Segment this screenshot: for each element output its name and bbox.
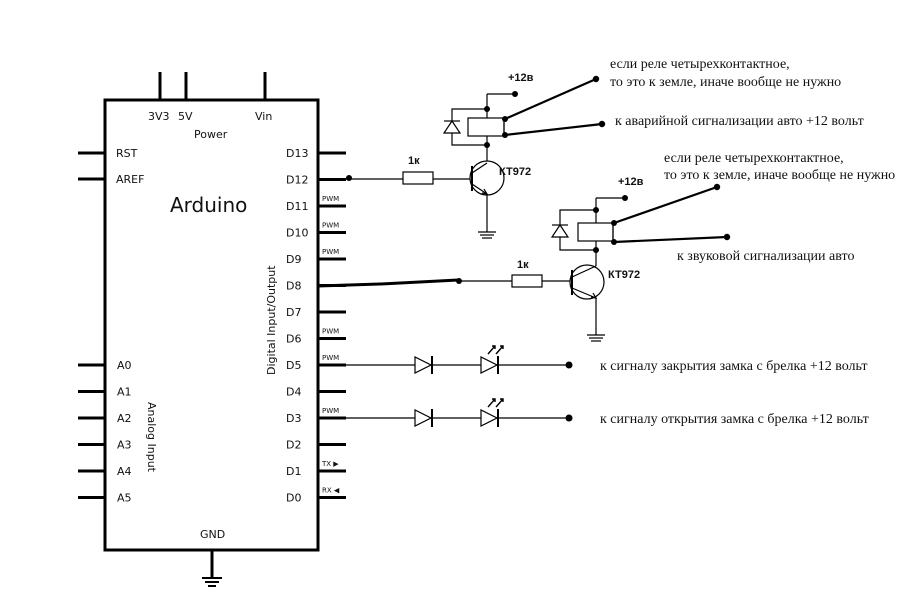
pin-label-aref: AREF xyxy=(116,173,144,186)
pin-label-d7: D7 xyxy=(286,306,301,319)
relay-coil-2 xyxy=(577,222,614,242)
pin-label-d2: D2 xyxy=(286,439,301,452)
supply-2-label: +12в xyxy=(618,176,644,188)
pin-label-vin: Vin xyxy=(255,110,272,123)
led-line-note: к сигналу закрытия замка с брелка +12 во… xyxy=(600,359,868,374)
pin-tag-d11: PWM xyxy=(322,195,339,203)
flyback-diode-2-icon xyxy=(550,223,570,238)
ground-1-icon xyxy=(478,231,496,239)
relay-1-note-line2: то это к земле, иначе вообще не нужно xyxy=(610,75,841,90)
resistor-1 xyxy=(402,171,434,185)
pin-label-d11: D11 xyxy=(286,200,308,213)
pin-label-d10: D10 xyxy=(286,227,308,240)
led-line-note: к сигналу открытия замка с брелка +12 во… xyxy=(600,412,869,427)
pin-label-a2: A2 xyxy=(117,412,132,425)
relay-circuit-1: 1к КТ972 +12в xyxy=(345,57,864,239)
digital-pins: D13D12D11PWMD10PWMD9PWMD8D7D6PWMD5PWMD4D… xyxy=(286,147,346,505)
pin-label-d4: D4 xyxy=(286,386,301,399)
pin-tag-d9: PWM xyxy=(322,248,339,256)
pin-label-5v: 5V xyxy=(178,110,193,123)
pin-tag-d0: RX ◀ xyxy=(322,487,340,495)
board-ground-icon xyxy=(202,577,222,587)
pin-tag-d1: TX ▶ xyxy=(321,460,339,468)
power-section-label: Power xyxy=(194,128,228,141)
resistor-1-label: 1к xyxy=(408,155,420,167)
pin-tag-d6: PWM xyxy=(322,328,339,336)
pin-label-rst: RST xyxy=(116,147,138,160)
relay-circuit-2: 1к КТ972 +12в xyxy=(317,151,895,342)
relay-1-output-note: к аварийной сигнализации авто +12 вольт xyxy=(615,114,864,129)
resistor-2-label: 1к xyxy=(517,259,529,271)
led-line-d5: к сигналу закрытия замка с брелка +12 во… xyxy=(346,345,868,374)
pin-label-3v3: 3V3 xyxy=(148,110,170,123)
relay-1-note-line1: если реле четырехконтактное, xyxy=(610,57,790,72)
pin-label-gnd: GND xyxy=(200,528,225,541)
pin-label-a1: A1 xyxy=(117,386,132,399)
pin-label-d9: D9 xyxy=(286,253,301,266)
relay-2-note-line2: то это к земле, иначе вообще не нужно xyxy=(664,168,895,183)
flyback-diode-1-icon xyxy=(442,119,462,134)
transistor-1-label: КТ972 xyxy=(499,166,531,178)
led-icon xyxy=(480,345,504,374)
pin-label-d5: D5 xyxy=(286,359,301,372)
relay-2-output-note: к звуковой сигнализации авто xyxy=(677,249,854,264)
pin-label-d0: D0 xyxy=(286,492,301,505)
pin-label-d6: D6 xyxy=(286,333,301,346)
supply-1-label: +12в xyxy=(508,72,534,84)
pin-label-a5: A5 xyxy=(117,492,132,505)
analog-input-label: Analog Input xyxy=(145,402,158,473)
relay-2-note-line1: если реле четырехконтактное, xyxy=(664,151,844,166)
pin-tag-d5: PWM xyxy=(322,354,339,362)
relay-coil-1 xyxy=(467,117,505,137)
pin-label-d8: D8 xyxy=(286,280,301,293)
led-lines: к сигналу закрытия замка с брелка +12 во… xyxy=(346,345,869,427)
led-icon xyxy=(480,398,504,427)
pin-label-d3: D3 xyxy=(286,412,301,425)
ground-2-icon xyxy=(587,334,605,342)
diode-icon xyxy=(414,356,433,374)
board-title: Arduino xyxy=(170,193,247,217)
led-line-d3: к сигналу открытия замка с брелка +12 во… xyxy=(346,398,869,427)
digital-io-label: Digital Input/Output xyxy=(265,265,278,375)
pin-label-a4: A4 xyxy=(117,465,132,478)
transistor-2-icon xyxy=(569,264,605,300)
pin-label-d13: D13 xyxy=(286,147,308,160)
pin-label-d1: D1 xyxy=(286,465,301,478)
resistor-2 xyxy=(511,274,543,288)
pin-label-d12: D12 xyxy=(286,174,308,187)
pin-tag-d10: PWM xyxy=(322,222,339,230)
pin-label-a3: A3 xyxy=(117,439,132,452)
arduino-board xyxy=(103,98,320,552)
pin-tag-d3: PWM xyxy=(322,407,339,415)
diode-icon xyxy=(414,409,433,427)
transistor-2-label: КТ972 xyxy=(608,269,640,281)
pin-label-a0: A0 xyxy=(117,359,132,372)
